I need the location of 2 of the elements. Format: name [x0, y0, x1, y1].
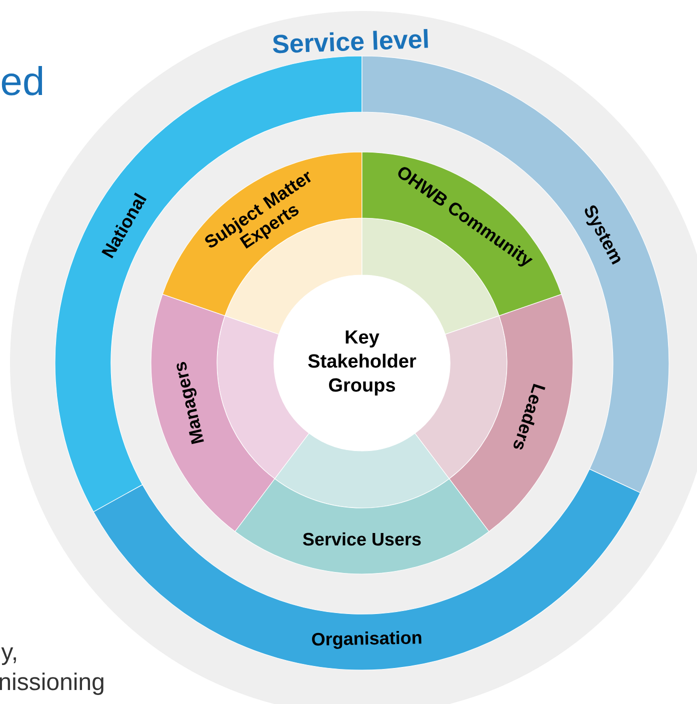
stakeholder-segment: Service Users: [234, 432, 490, 574]
stakeholder-segment: Managers: [150, 294, 310, 532]
